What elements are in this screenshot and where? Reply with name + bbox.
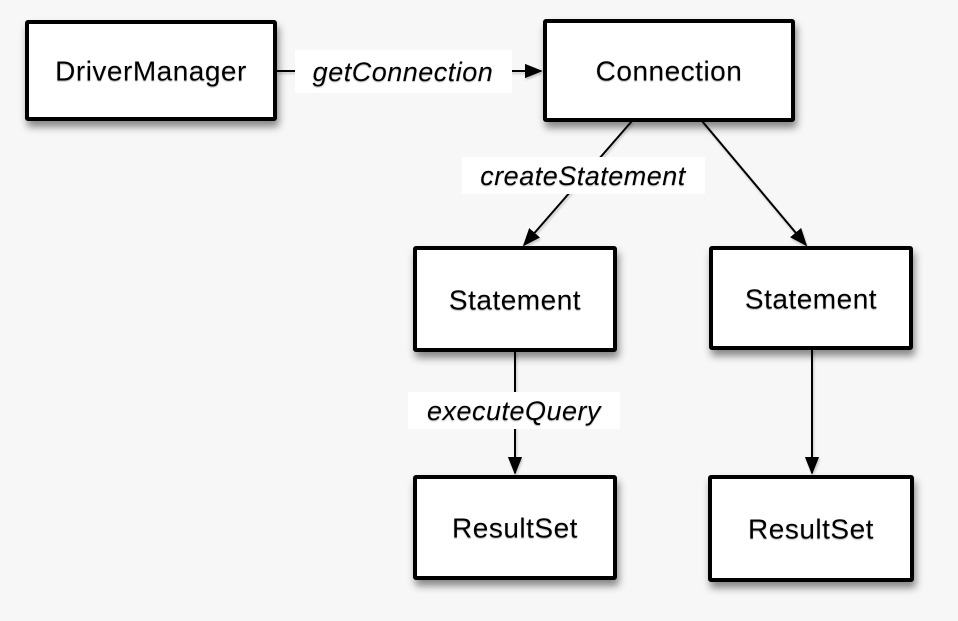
node-connection-box <box>543 19 795 122</box>
node-connection: Connection <box>543 19 795 122</box>
node-resultset-left-box <box>413 475 617 580</box>
node-statement-left-label: Statement <box>449 285 581 316</box>
node-resultset-right: ResultSet <box>708 475 914 582</box>
node-statement-right-label: Statement <box>745 284 877 315</box>
node-statement-left: Statement <box>413 246 617 352</box>
edge-label-executequery: executeQuery <box>408 392 620 429</box>
node-resultset-left: ResultSet <box>413 475 617 580</box>
node-statement-right-box <box>709 246 913 350</box>
edge-label-createstatement-bg <box>462 157 705 194</box>
node-statement-right: Statement <box>709 246 913 350</box>
node-drivermanager: DriverManager <box>25 20 277 121</box>
node-drivermanager-box <box>25 20 277 121</box>
node-statement-left-box <box>413 246 617 352</box>
edge-label-getconnection-bg <box>295 50 512 93</box>
node-resultset-right-box <box>708 475 914 582</box>
node-resultset-left-label: ResultSet <box>452 513 578 544</box>
node-resultset-right-label: ResultSet <box>748 514 874 545</box>
edge-label-executequery-bg <box>408 392 620 429</box>
edge-label-executequery-text: executeQuery <box>427 396 602 426</box>
edge-label-getconnection-text: getConnection <box>313 57 494 87</box>
node-connection-label: Connection <box>596 56 743 87</box>
edge-label-createstatement: createStatement <box>462 157 705 194</box>
node-drivermanager-label: DriverManager <box>55 56 247 87</box>
edge-connection-to-statement-right-arrow <box>701 120 808 247</box>
edge-label-createstatement-text: createStatement <box>480 161 687 191</box>
edge-label-getconnection: getConnection <box>295 50 512 93</box>
